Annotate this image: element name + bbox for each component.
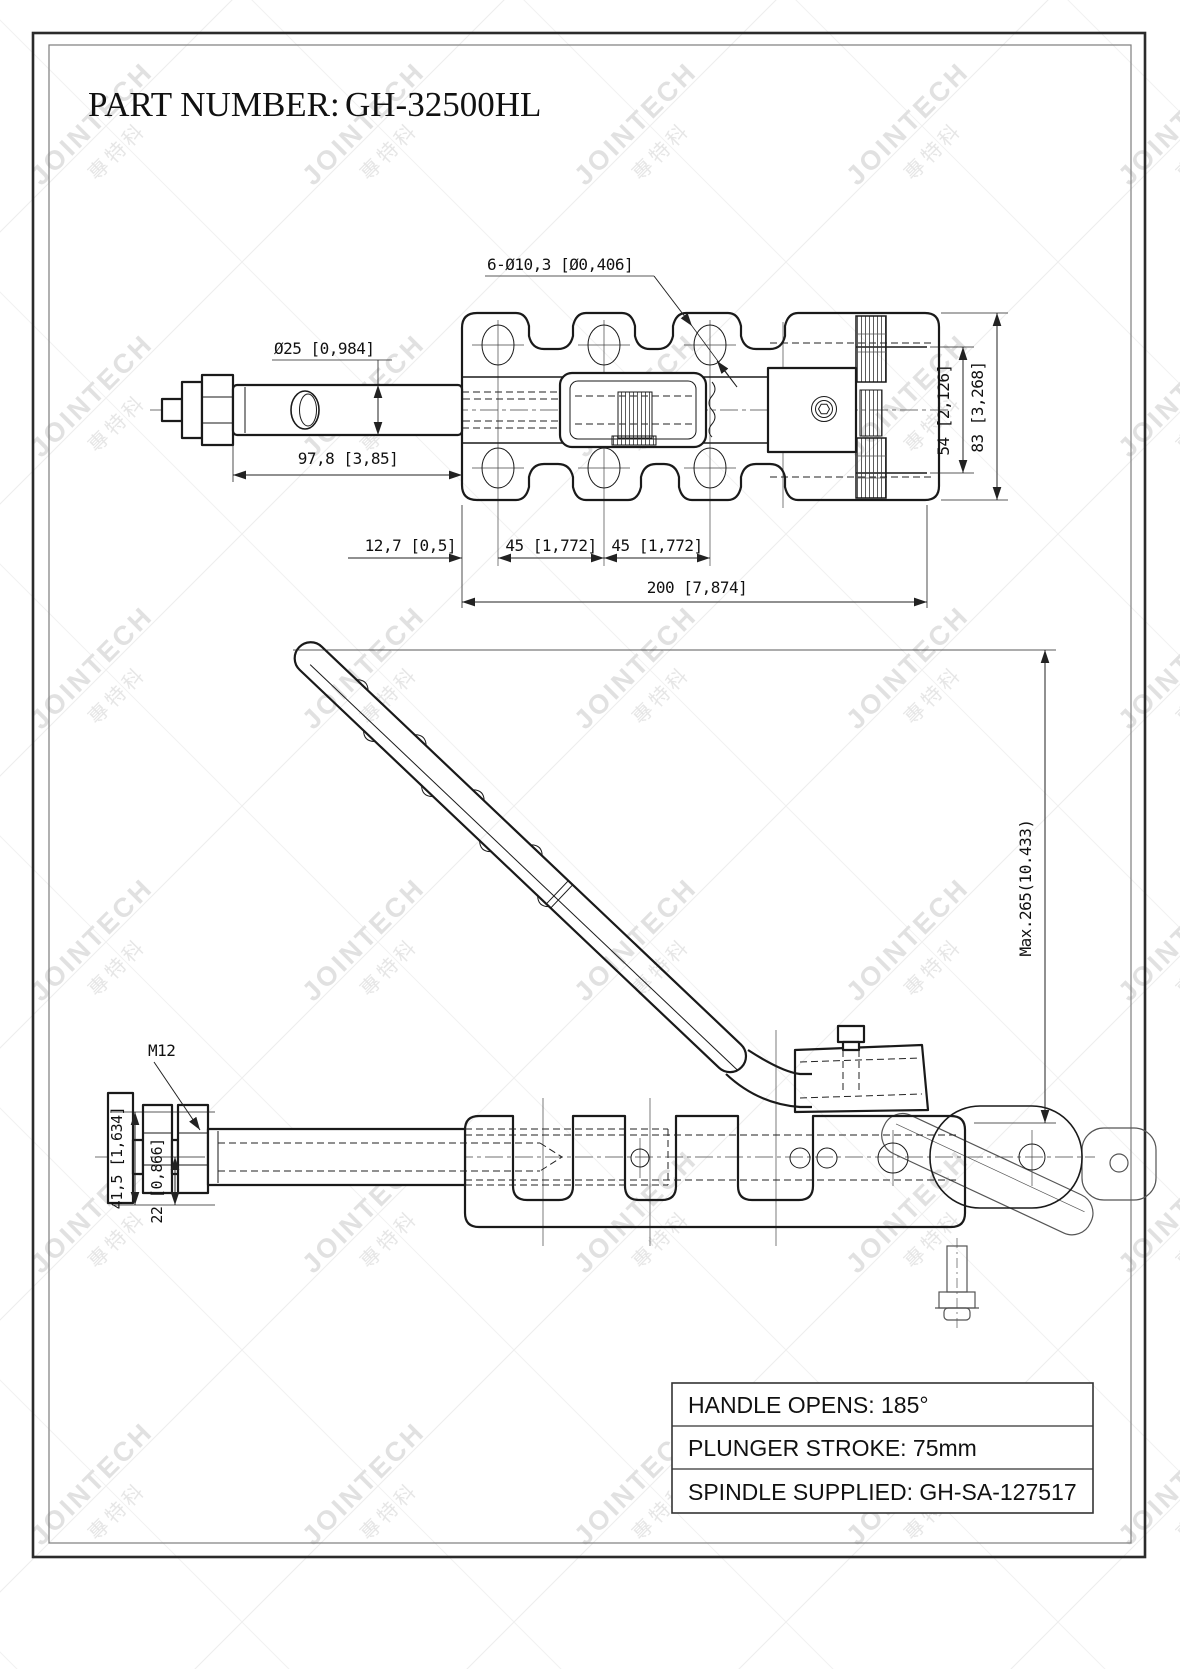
spec-row-spindle-supplied: SPINDLE SUPPLIED: GH-SA-127517 xyxy=(688,1479,1077,1505)
spec-row-handle-opens: HANDLE OPENS: 185° xyxy=(688,1392,929,1418)
top-view-dimensions: 6-Ø10,3 [Ø0,406] Ø25 [0,984] 97,8 [3,85]… xyxy=(232,255,1008,608)
dim-max-height-label: Max.265(10.433) xyxy=(1016,820,1035,957)
handle-hub-block xyxy=(793,1043,930,1114)
spec-row-plunger-stroke: PLUNGER STROKE: 75mm xyxy=(688,1435,977,1461)
handle-elbow xyxy=(747,1049,812,1076)
page-frame xyxy=(31,31,1147,1559)
top-view-drawing: 6-Ø10,3 [Ø0,406] Ø25 [0,984] 97,8 [3,85]… xyxy=(150,255,1008,608)
side-view-dimensions: M12 41,5 [1,634] 22 [0,866] Max.265(10.4… xyxy=(108,649,1056,1224)
knurled-grip-top xyxy=(855,315,887,499)
pivot-arm-hole xyxy=(1018,1143,1046,1171)
plunger-rod-side xyxy=(106,1091,669,1205)
dim-hex-label: 22 [0,866] xyxy=(148,1138,166,1223)
handle-elbow xyxy=(725,1073,812,1109)
dim-hole-pitch-a-label: 45 [1,772] xyxy=(505,536,596,555)
base-hole xyxy=(630,1148,650,1168)
part-number-label: PART NUMBER: xyxy=(88,85,340,124)
handle-raised xyxy=(293,641,930,1114)
base-hole xyxy=(789,1147,811,1169)
dim-rod-length-label: 97,8 [3,85] xyxy=(298,449,398,468)
pivot-pin-hole xyxy=(877,1142,909,1174)
base-plate-outline xyxy=(460,311,941,502)
rear-tab-hole xyxy=(1109,1153,1129,1173)
hub-bolt-head xyxy=(836,1024,866,1044)
pivot-arm xyxy=(929,1105,1083,1209)
break-line xyxy=(708,381,716,438)
dim-holes-label: 6-Ø10,3 [Ø0,406] xyxy=(487,255,633,274)
plunger-rod-top xyxy=(160,373,464,447)
base-hole xyxy=(816,1147,838,1169)
spec-table: HANDLE OPENS: 185° PLUNGER STROKE: 75mm … xyxy=(671,1382,1094,1514)
title-block: PART NUMBER: GH-32500HL xyxy=(88,85,541,124)
pivot-block-top xyxy=(766,366,858,454)
hex-socket xyxy=(817,403,831,415)
mounting-holes xyxy=(481,324,727,489)
dim-base-length-label: 200 [7,874] xyxy=(647,578,747,597)
dim-inner-width-label: 54 [2,126] xyxy=(934,364,953,455)
dim-edge-offset-label: 12,7 [0,5] xyxy=(365,536,456,555)
dim-thread-label: M12 xyxy=(148,1041,175,1060)
frame-outer-border xyxy=(31,31,1147,1559)
frame-inner-border xyxy=(48,44,1132,1544)
hub-bolt-shaft xyxy=(841,1040,861,1052)
dim-rod-diameter-label: Ø25 [0,984] xyxy=(274,339,374,358)
dim-flange-label: 41,5 [1,634] xyxy=(108,1107,126,1209)
part-number-value: GH-32500HL xyxy=(345,85,541,124)
dim-base-width-label: 83 [3,268] xyxy=(968,361,987,452)
slide-block-top xyxy=(558,371,708,449)
spec-table-frame xyxy=(671,1382,1094,1514)
side-view-drawing: M12 41,5 [1,634] 22 [0,866] Max.265(10.4… xyxy=(95,641,1157,1328)
dim-hole-pitch-b-label: 45 [1,772] xyxy=(611,536,702,555)
handle-open-position xyxy=(881,1112,1157,1328)
base-side-outline xyxy=(463,1114,967,1229)
